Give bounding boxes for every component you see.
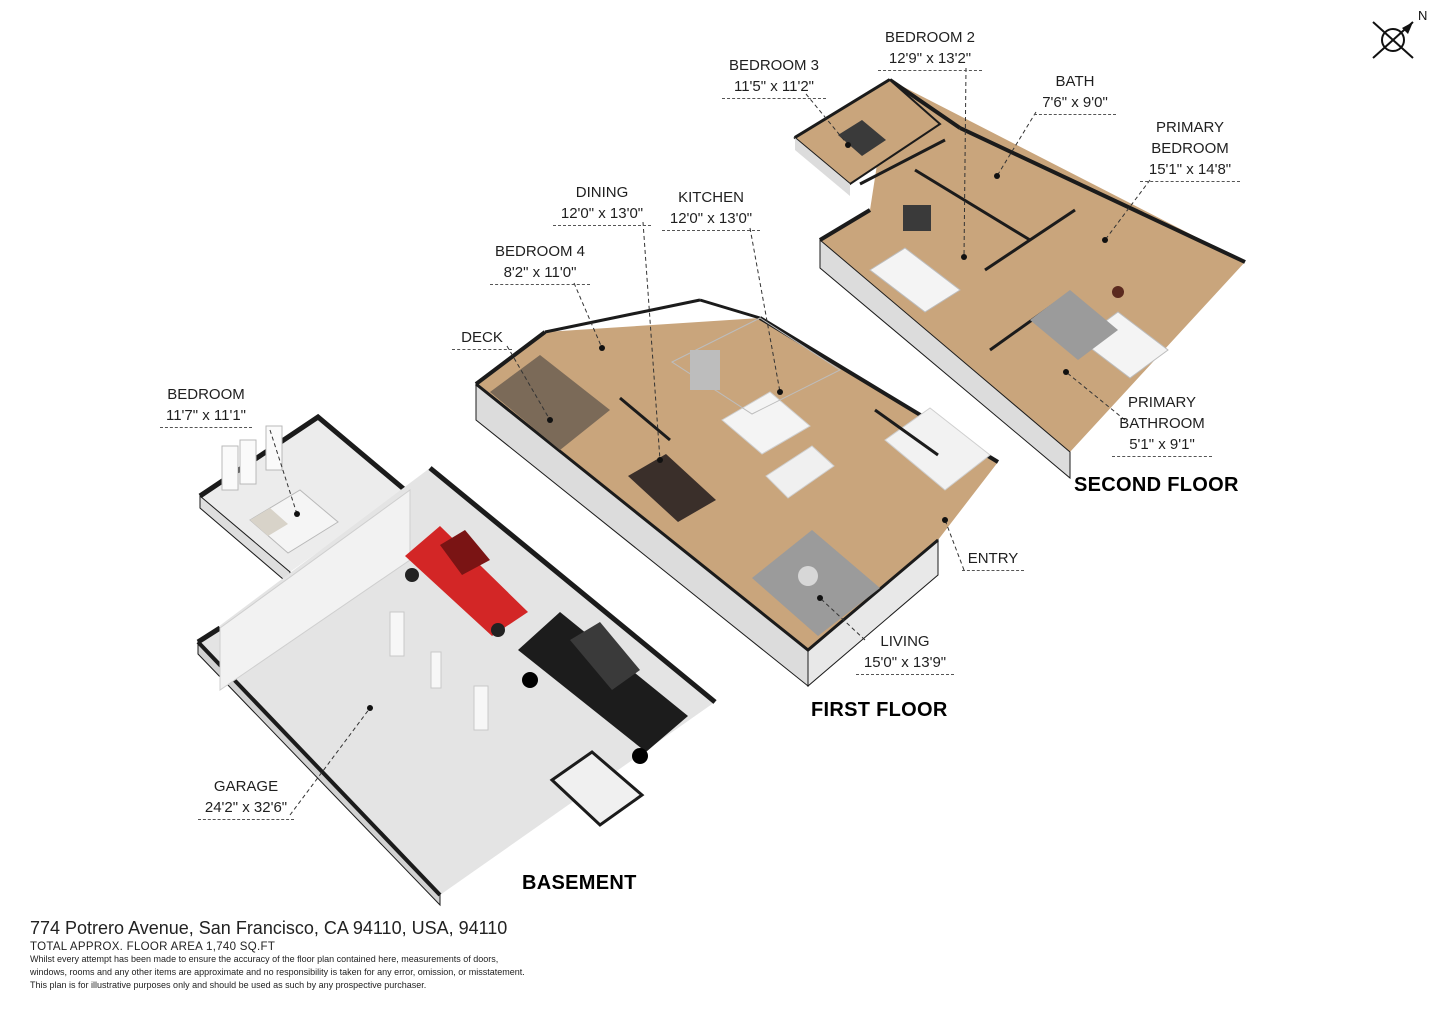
floor-title-second-floor: SECOND FLOOR [1074,474,1239,496]
rug-icon [752,530,880,636]
first-floor-floor [476,318,998,650]
bed-icon [838,120,886,156]
armchair-icon [903,205,931,231]
total-floor-area: TOTAL APPROX. FLOOR AREA 1,740 SQ.FT [30,941,276,953]
first-floor-model [474,298,1000,688]
room-markers [294,142,1108,711]
deck-floor [490,355,610,450]
basement-model [196,413,717,907]
column-icon [389,611,489,731]
bed-icon [869,247,961,313]
fridge-icon [690,350,720,390]
leader-lines [269,67,1151,816]
compass-icon: N [1372,8,1427,59]
disclaimer-line: windows, rooms and any other items are a… [30,967,525,977]
disclaimer-line: This plan is for illustrative purposes o… [30,980,427,990]
disclaimer-line: Whilst every attempt has been made to en… [30,954,499,964]
property-address: 774 Potrero Avenue, San Francisco, CA 94… [30,918,508,938]
red-car-icon [405,526,528,637]
compass-north-label: N [1418,8,1427,23]
kitchen-island-icon [721,391,811,455]
floor-title-basement: BASEMENT [522,872,637,894]
second-floor-model [793,78,1246,480]
floor-title-first-floor: FIRST FLOOR [811,699,948,721]
room-label-deck: DECK [452,327,512,350]
property-footer: 774 Potrero Avenue, San Francisco, CA 94… [30,918,730,992]
window-icon [221,425,283,491]
black-car-icon [518,612,688,764]
dining-table-icon [628,454,716,522]
stairs-icon [884,407,991,491]
bed-icon [249,489,339,554]
rug-icon [1030,290,1118,360]
room-label-entry: ENTRY [962,548,1024,571]
